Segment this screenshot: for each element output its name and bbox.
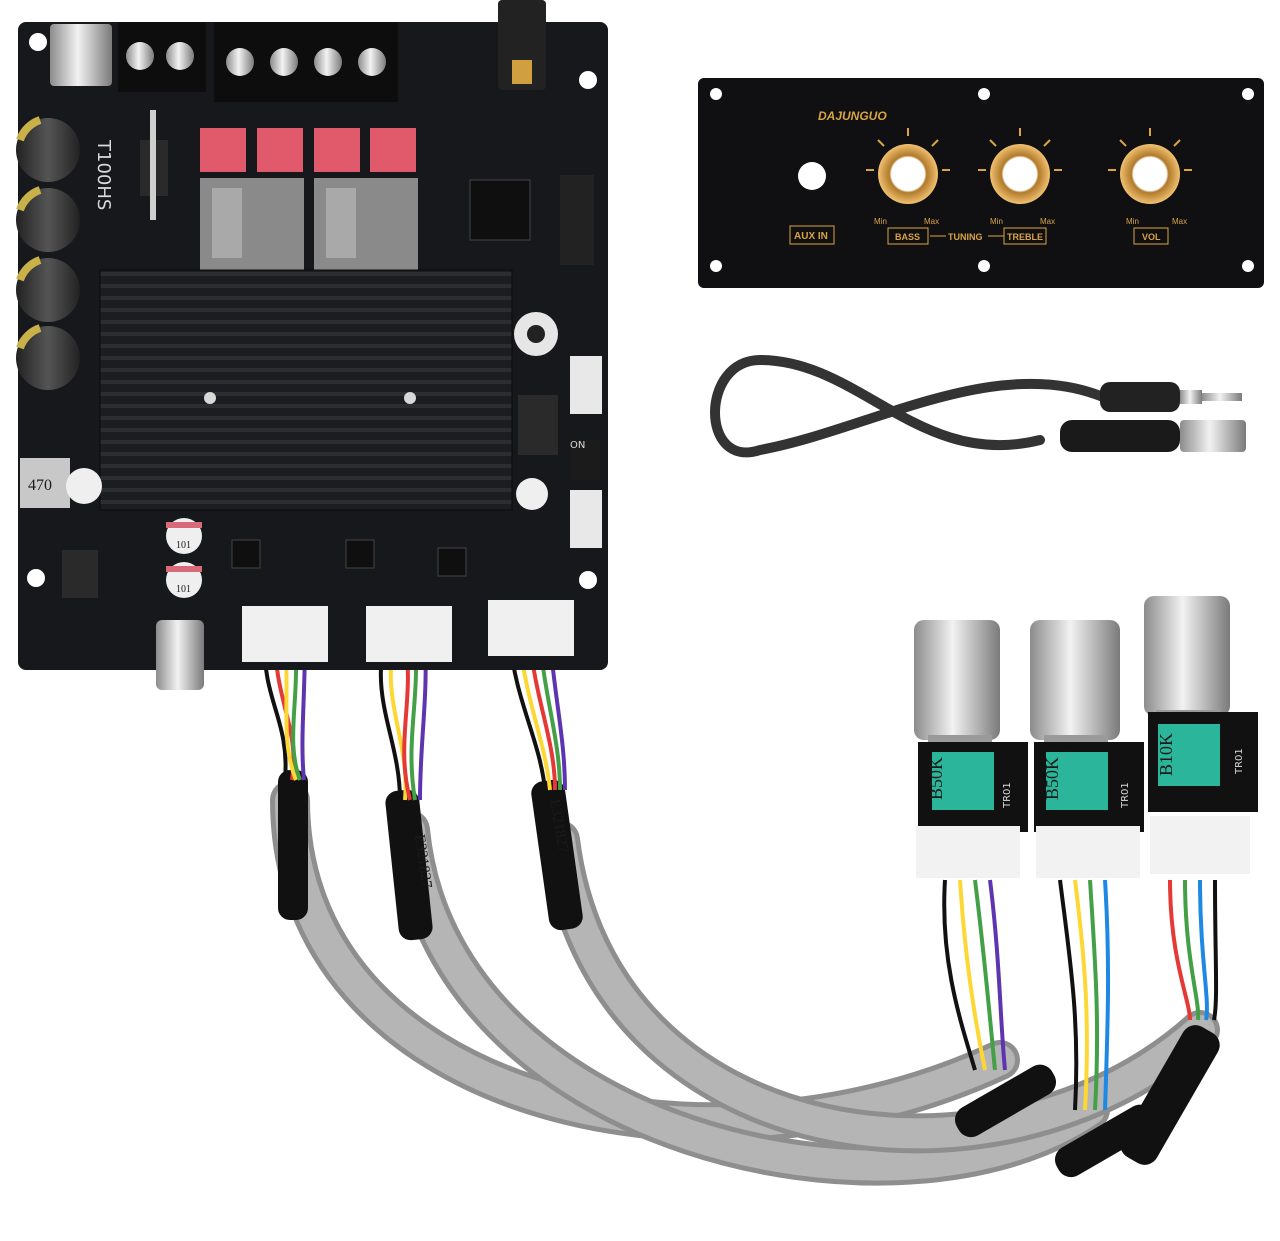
inductor-marking: 470 — [28, 477, 52, 494]
treble-label: TREBLE — [1007, 232, 1043, 242]
treble-max-label: Max — [1040, 217, 1055, 226]
vol-label: VOL — [1142, 232, 1161, 242]
pot-1-value: B50K — [926, 757, 946, 800]
panel-brand: DAJUNGUO — [818, 109, 887, 123]
bass-label: BASS — [895, 232, 920, 242]
aux-in-label: AUX IN — [794, 231, 828, 242]
pot-wires — [942, 879, 1219, 1111]
board-model-marking: T100HS — [93, 139, 114, 210]
bass-max-label: Max — [924, 217, 939, 226]
treble-min-label: Min — [990, 217, 1003, 226]
switch-marking: ON — [570, 440, 585, 451]
pot-1-pcb-label: TR01 — [1002, 782, 1013, 809]
vol-max-label: Max — [1172, 217, 1187, 226]
amplifier-board: T100HS ON 470 101 101 — [16, 0, 608, 690]
aux-cable — [710, 354, 1246, 458]
tuning-label: TUNING — [948, 232, 983, 242]
heat-shrink — [278, 770, 1220, 1178]
pot-3-value: B10K — [1156, 733, 1176, 776]
cap-marking-1: 101 — [176, 540, 191, 551]
potentiometer-modules: B50K TR01 B50K TR01 B10K TR01 — [914, 596, 1258, 878]
pot-3-pcb-label: TR01 — [1234, 748, 1245, 775]
bass-min-label: Min — [874, 217, 887, 226]
pot-2-pcb-label: TR01 — [1120, 782, 1131, 809]
cable-print-2: E321827 — [411, 833, 434, 889]
control-panel: DAJUNGUO AUX IN Min Max Min Max Min Max … — [698, 78, 1264, 288]
interconnect-cables — [270, 780, 1220, 1186]
vol-min-label: Min — [1126, 217, 1139, 226]
cap-marking-2: 101 — [176, 584, 191, 595]
pot-2-value: B50K — [1042, 757, 1062, 800]
